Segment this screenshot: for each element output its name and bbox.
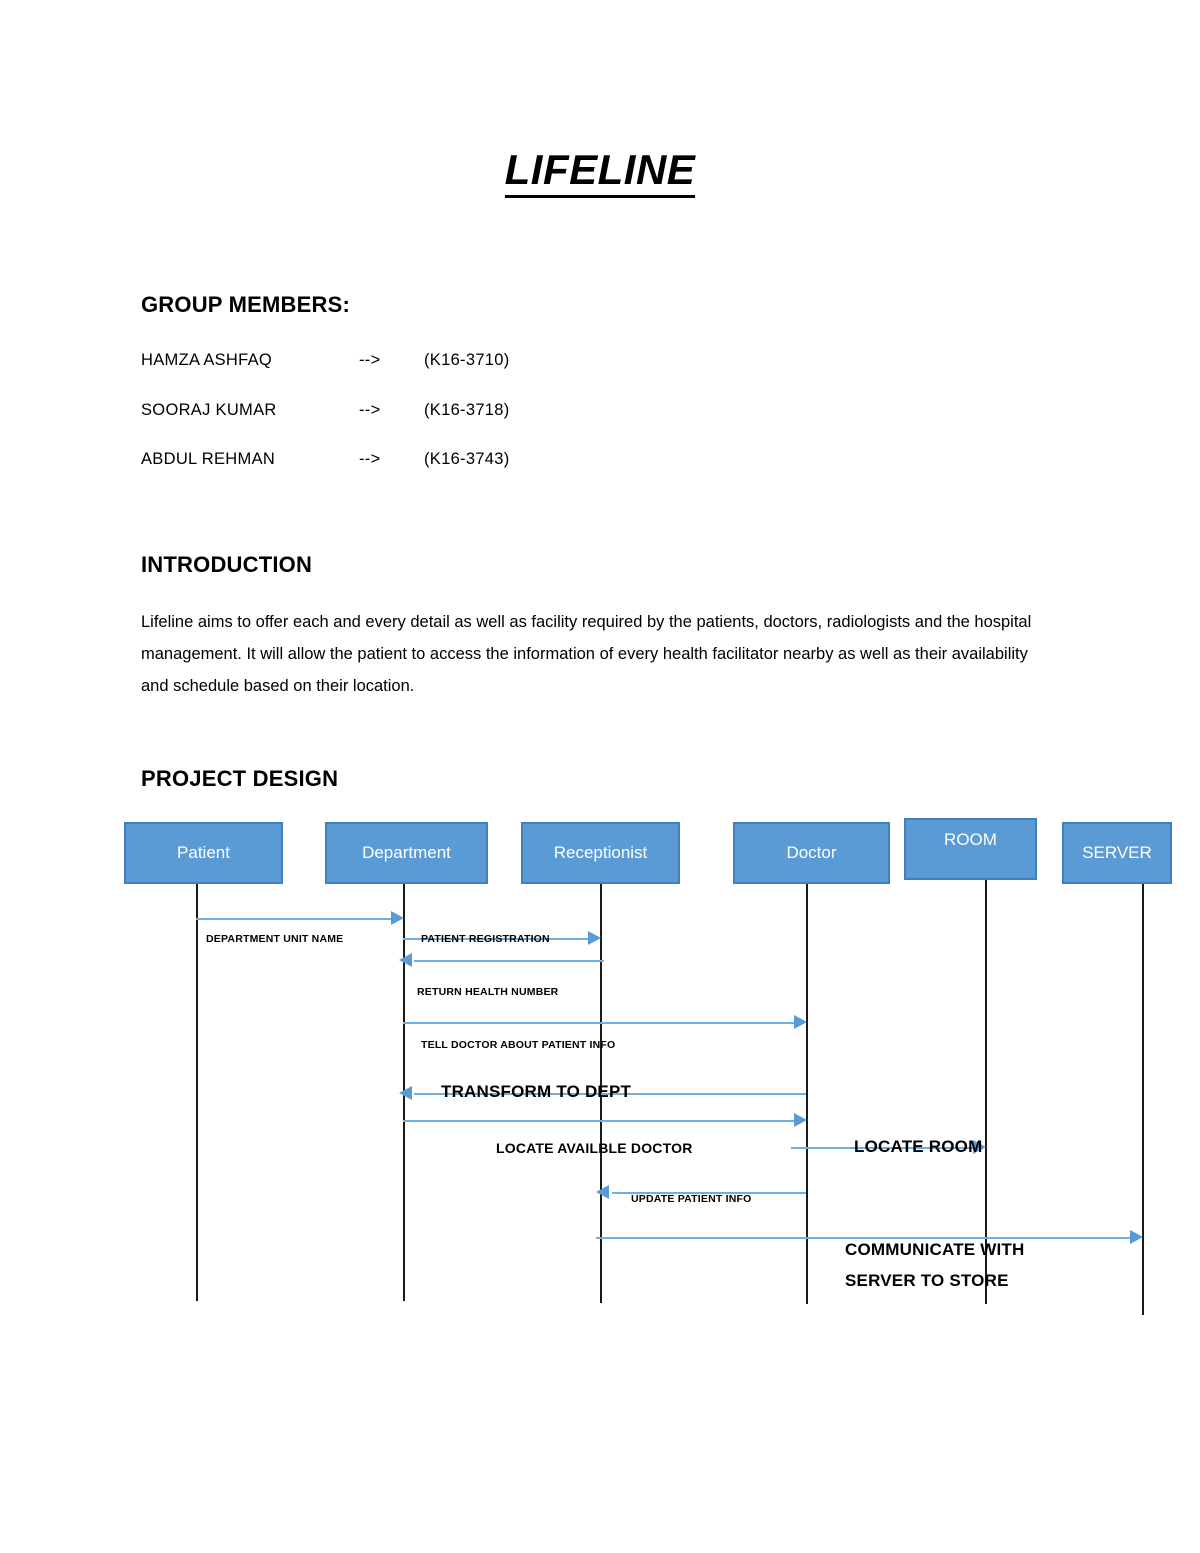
member-name: SOORAJ KUMAR bbox=[141, 400, 277, 419]
message-arrow-5 bbox=[414, 1093, 806, 1095]
message-arrow-7 bbox=[791, 1147, 975, 1149]
actor-box-server: SERVER bbox=[1062, 822, 1172, 884]
lifeline-patient bbox=[196, 884, 198, 1301]
member-id: (K16-3710) bbox=[424, 351, 510, 369]
actor-label-doctor: Doctor bbox=[786, 843, 837, 862]
arrow-head-right-icon bbox=[391, 911, 404, 925]
table-row: SOORAJ KUMAR --> (K16-3718) bbox=[141, 400, 564, 452]
arrow-head-right-icon bbox=[1130, 1230, 1143, 1244]
message-label-7: LOCATE ROOM bbox=[854, 1137, 983, 1156]
arrow-head-right-icon bbox=[973, 1140, 986, 1154]
actor-label-patient: Patient bbox=[177, 843, 230, 862]
document-title-text: LIFELINE bbox=[504, 146, 696, 198]
arrow-head-right-icon bbox=[794, 1015, 807, 1029]
message-arrow-6 bbox=[403, 1120, 795, 1122]
message-label-2: PATIENT REGISTRATION bbox=[421, 933, 550, 945]
member-id: (K16-3743) bbox=[424, 450, 510, 468]
message-label-8: UPDATE PATIENT INFO bbox=[631, 1193, 752, 1205]
lifeline-room bbox=[985, 880, 987, 1304]
member-arrow-icon: --> bbox=[359, 351, 381, 369]
document-title: LIFELINE bbox=[0, 146, 1200, 198]
message-label-3: RETURN HEALTH NUMBER bbox=[417, 986, 559, 998]
actor-label-department: Department bbox=[362, 843, 451, 862]
message-label-9-line2: SERVER TO STORE bbox=[845, 1271, 1009, 1290]
message-label-9-line1: COMMUNICATE WITH bbox=[845, 1240, 1025, 1259]
member-id: (K16-3718) bbox=[424, 400, 510, 419]
table-row: HAMZA ASHFAQ --> (K16-3710) bbox=[141, 352, 564, 402]
lifeline-server bbox=[1142, 884, 1144, 1315]
group-members-heading: GROUP MEMBERS: bbox=[141, 292, 350, 317]
member-arrow-icon: --> bbox=[359, 450, 381, 468]
message-arrow-2 bbox=[403, 938, 589, 940]
arrow-head-left-icon bbox=[399, 1086, 412, 1100]
lifeline-doctor bbox=[806, 884, 808, 1304]
actor-box-room: ROOM bbox=[904, 818, 1037, 880]
arrow-head-right-icon bbox=[588, 931, 601, 945]
project-design-heading: PROJECT DESIGN bbox=[141, 766, 339, 791]
actor-box-doctor: Doctor bbox=[733, 822, 890, 884]
message-label-5: TRANSFORM TO DEPT bbox=[441, 1082, 632, 1101]
message-label-6: LOCATE AVAILBLE DOCTOR bbox=[496, 1140, 693, 1156]
message-arrow-3 bbox=[414, 960, 604, 962]
actor-box-department: Department bbox=[325, 822, 488, 884]
message-label-1: DEPARTMENT UNIT NAME bbox=[206, 933, 344, 945]
message-arrow-9 bbox=[596, 1237, 1134, 1239]
actor-box-patient: Patient bbox=[124, 822, 283, 884]
group-members-table: HAMZA ASHFAQ --> (K16-3710) SOORAJ KUMAR… bbox=[141, 352, 564, 501]
message-label-4: TELL DOCTOR ABOUT PATIENT INFO bbox=[421, 1039, 616, 1051]
member-name: HAMZA ASHFAQ bbox=[141, 351, 273, 369]
message-arrow-8 bbox=[612, 1192, 806, 1194]
actor-label-receptionist: Receptionist bbox=[553, 843, 648, 862]
introduction-paragraph: Lifeline aims to offer each and every de… bbox=[141, 613, 1032, 696]
message-arrow-1 bbox=[196, 918, 392, 920]
arrow-head-right-icon bbox=[794, 1113, 807, 1127]
actor-label-room: ROOM bbox=[944, 830, 997, 849]
member-arrow-icon: --> bbox=[359, 400, 381, 419]
actor-box-receptionist: Receptionist bbox=[521, 822, 680, 884]
introduction-heading: INTRODUCTION bbox=[141, 552, 313, 577]
table-row: ABDUL REHMAN --> (K16-3743) bbox=[141, 451, 564, 501]
message-arrow-4 bbox=[403, 1022, 795, 1024]
member-name: ABDUL REHMAN bbox=[141, 450, 276, 468]
arrow-head-left-icon bbox=[399, 953, 412, 967]
arrow-head-left-icon bbox=[596, 1185, 609, 1199]
actor-label-server: SERVER bbox=[1082, 843, 1152, 862]
